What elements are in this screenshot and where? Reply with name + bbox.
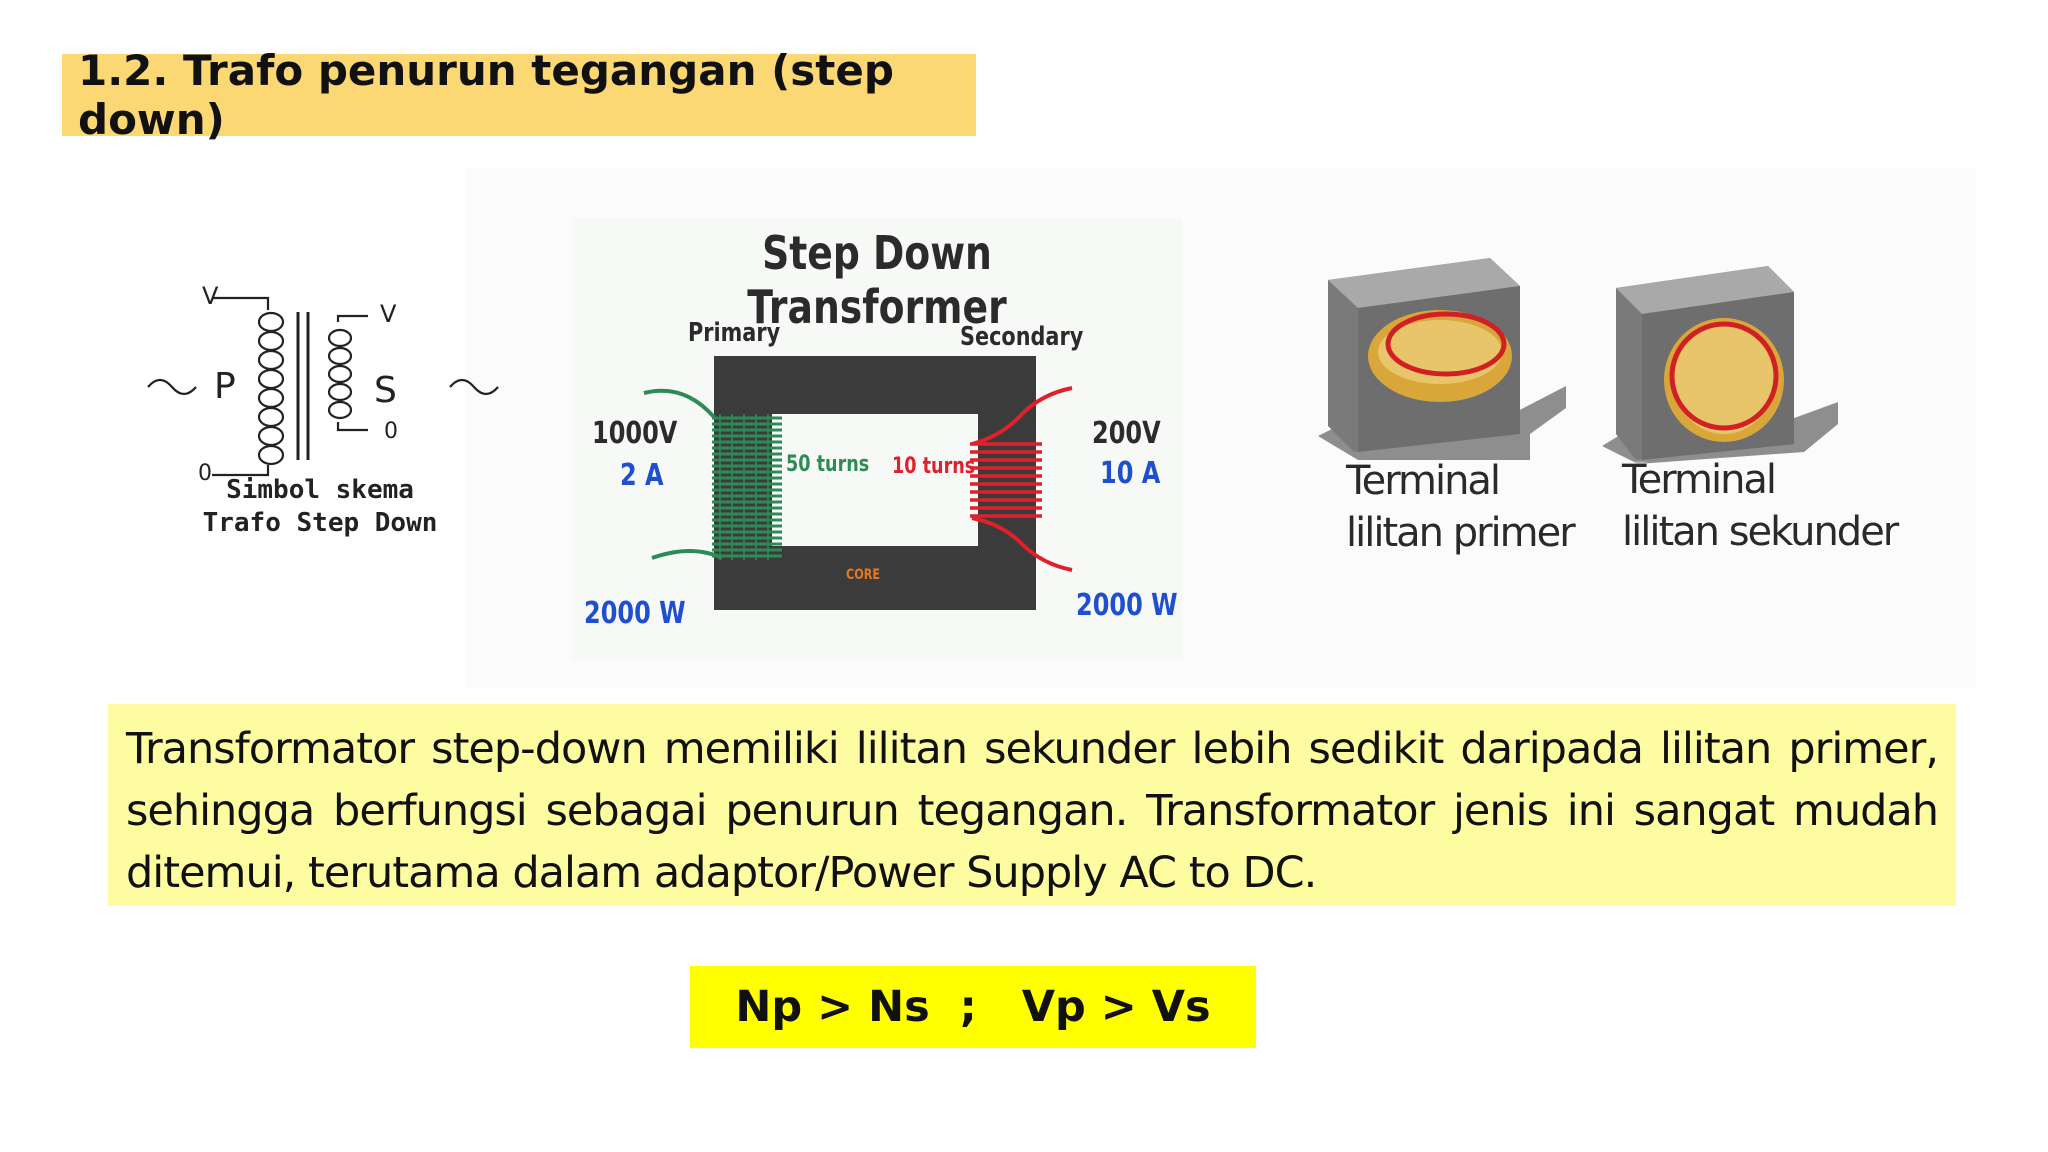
- primary-voltage: 1000V: [592, 416, 678, 451]
- photo-caption-secondary: Terminal lilitan sekunder: [1622, 454, 1899, 558]
- secondary-current: 10 A: [1100, 456, 1161, 491]
- secondary-label: Secondary: [960, 322, 1084, 352]
- secondary-wire-bottom: [971, 516, 1073, 572]
- primary-current: 2 A: [620, 458, 664, 493]
- formula: Np > Ns ; Vp > Vs: [690, 966, 1256, 1048]
- photo-caption-primary-line1: Terminal: [1346, 458, 1501, 504]
- schema-p-label: P: [214, 366, 236, 407]
- core-label: CORE: [846, 567, 881, 583]
- secondary-coil: [970, 442, 1042, 518]
- photo-caption-primary-line2: lilitan primer: [1346, 510, 1576, 556]
- primary-power: 2000 W: [584, 596, 686, 631]
- primary-label: Primary: [688, 318, 781, 348]
- step-down-schematic-symbol: V V P S 0 0: [147, 282, 499, 486]
- transformer-core: [714, 356, 1036, 610]
- schema-caption-line2: Trafo Step Down: [202, 508, 438, 538]
- transformer-primary-photo: [1318, 258, 1566, 460]
- secondary-voltage: 200V: [1092, 416, 1161, 451]
- schema-0-secondary-label: 0: [384, 419, 398, 444]
- primary-wire-bottom: [651, 549, 723, 560]
- schema-caption: Simbol skema Trafo Step Down: [130, 474, 510, 540]
- transformer-secondary-photo: [1602, 266, 1838, 464]
- diagram-title: Step Down Transformer: [747, 226, 1007, 334]
- photo-caption-primary: Terminal lilitan primer: [1346, 455, 1576, 559]
- schema-caption-line1: Simbol skema: [226, 475, 414, 505]
- primary-turns: 50 turns: [786, 452, 870, 477]
- secondary-turns: 10 turns: [892, 454, 976, 479]
- schema-0-primary-label: 0: [198, 461, 212, 486]
- schema-v-secondary-label: V: [380, 300, 397, 328]
- schema-s-label: S: [374, 370, 397, 411]
- primary-wire-top: [643, 388, 716, 419]
- slide-title: 1.2. Trafo penurun tegangan (step down): [62, 46, 976, 144]
- secondary-power: 2000 W: [1076, 588, 1178, 623]
- photo-caption-secondary-line1: Terminal: [1622, 457, 1777, 503]
- description-text: Transformator step-down memiliki lilitan…: [108, 704, 1956, 906]
- primary-coil: [712, 414, 782, 560]
- schema-v-primary-label: V: [202, 282, 219, 310]
- secondary-wire-top: [971, 386, 1073, 446]
- photo-caption-secondary-line2: lilitan sekunder: [1622, 509, 1899, 555]
- transformer-core-diagram: [643, 356, 1073, 610]
- transformer-photo: [1318, 258, 1838, 464]
